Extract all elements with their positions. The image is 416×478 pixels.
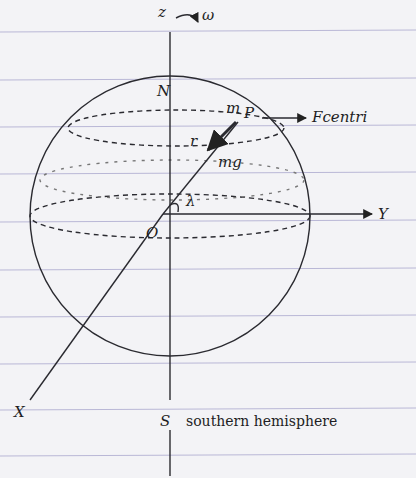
force-label: Fcentri (312, 110, 367, 125)
pole-label: S (160, 414, 170, 429)
angular-velocity: ω (202, 8, 214, 23)
point-label: P (244, 106, 254, 121)
hemisphere-note: southern hemisphere (186, 414, 337, 428)
axis-label: Y (378, 207, 388, 222)
weight-label: mg (218, 155, 242, 170)
pole-label: N (157, 84, 170, 99)
axis-label: X (14, 405, 25, 420)
sphere (30, 15, 372, 476)
radius-label: r (190, 134, 197, 149)
origin-label: O (146, 226, 158, 241)
mass-label: m (226, 101, 240, 116)
latitude-angle: λ (186, 194, 196, 209)
ruled-lines (0, 30, 416, 456)
axis-label: z (158, 5, 166, 20)
